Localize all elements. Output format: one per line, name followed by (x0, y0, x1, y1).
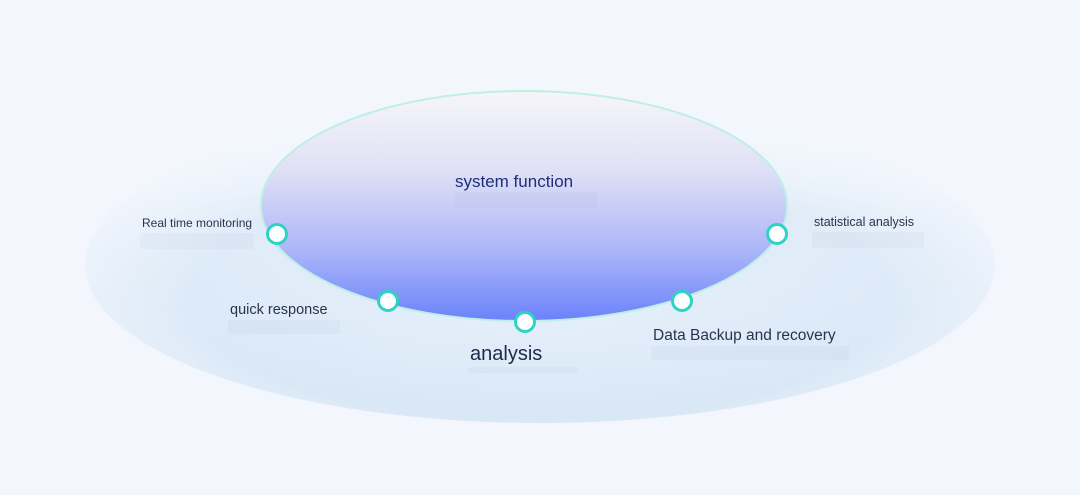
backup-shadow (651, 346, 849, 360)
label-realtime-monitoring: Real time monitoring (142, 216, 253, 230)
label-quick-response: quick response (230, 302, 328, 318)
node-realtime[interactable] (266, 223, 288, 245)
realtime-shadow (140, 233, 254, 249)
node-quick[interactable] (377, 290, 399, 312)
quick-shadow (228, 320, 340, 334)
label-analysis: analysis (470, 343, 543, 365)
title-shadow (455, 192, 597, 208)
diagram-title: system function (455, 172, 574, 191)
label-statistical-analysis: statistical analysis (814, 215, 915, 229)
stat-shadow (812, 232, 924, 248)
node-backup[interactable] (671, 290, 693, 312)
node-analysis[interactable] (514, 311, 536, 333)
node-stat[interactable] (766, 223, 788, 245)
label-data-backup: Data Backup and recovery (653, 327, 836, 344)
analysis-shadow (468, 367, 578, 373)
